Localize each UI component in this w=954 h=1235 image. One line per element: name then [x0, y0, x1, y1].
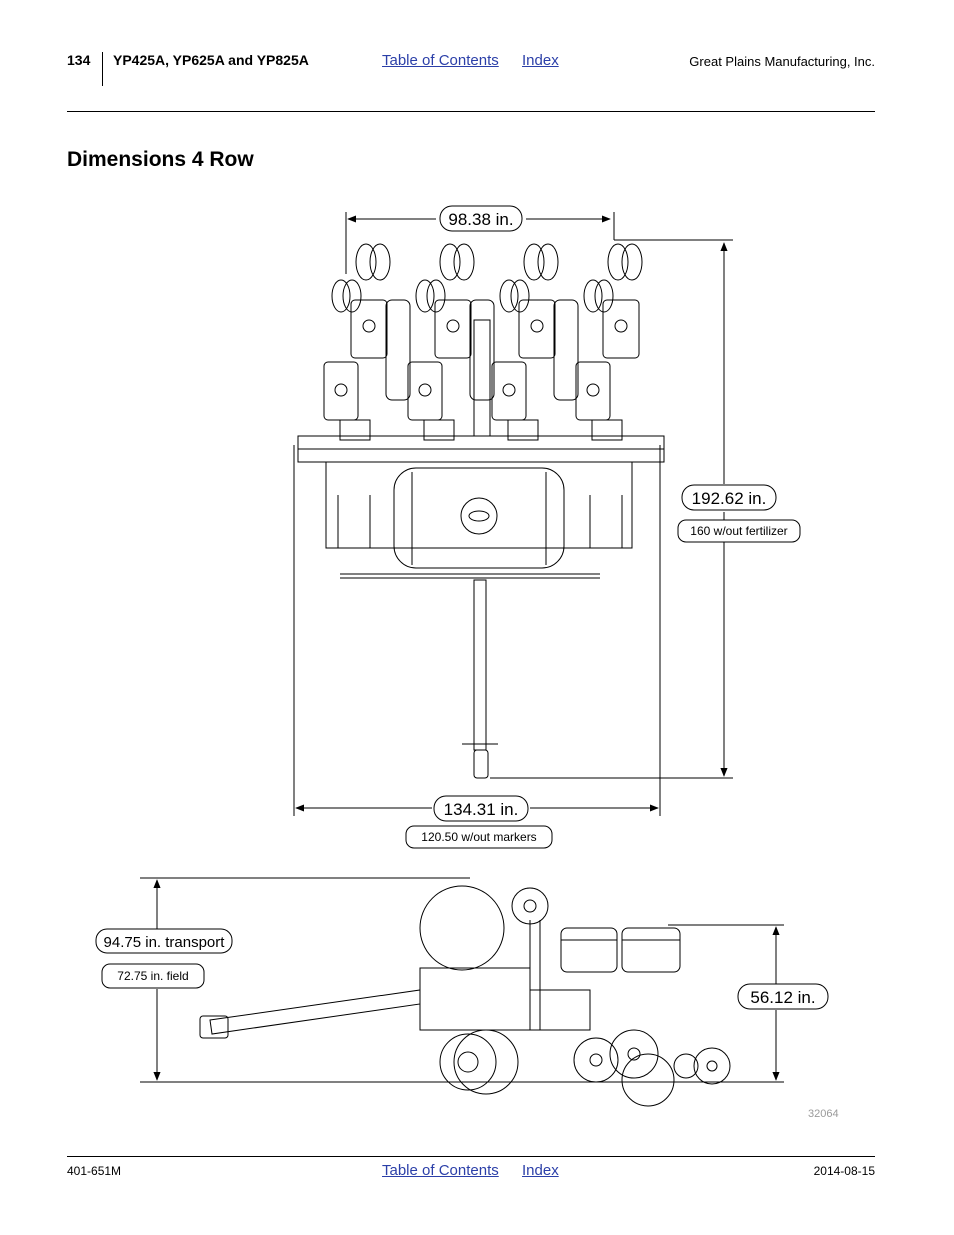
overall-length-label: 192.62 in. — [692, 489, 767, 508]
overall-width-label: 134.31 in. — [444, 800, 519, 819]
page-number: 134 — [67, 52, 91, 68]
side-view-planter — [140, 877, 784, 1107]
index-link[interactable]: Index — [522, 52, 559, 69]
length-without-fertilizer-label: 160 w/out fertilizer — [690, 524, 787, 538]
document-number: 401-651M — [67, 1164, 122, 1178]
footer-index-link[interactable]: Index — [522, 1162, 559, 1179]
row-width-label: 98.38 in. — [448, 210, 513, 229]
header-rule — [67, 111, 875, 112]
figure-number: 32064 — [808, 1108, 839, 1120]
company-name: Great Plains Manufacturing, Inc. — [689, 54, 875, 69]
hopper-height-label: 56.12 in. — [750, 988, 815, 1007]
top-view-planter — [293, 212, 733, 816]
footer-table-of-contents-link[interactable]: Table of Contents — [382, 1162, 499, 1179]
document-title: YP425A, YP625A and YP825A — [113, 52, 309, 68]
table-of-contents-link[interactable]: Table of Contents — [382, 52, 499, 69]
section-title: Dimensions 4 Row — [67, 148, 254, 171]
publication-date: 2014-08-15 — [813, 1164, 875, 1178]
field-height-label: 72.75 in. field — [117, 969, 188, 983]
footer-rule — [67, 1156, 875, 1157]
width-without-markers-label: 120.50 w/out markers — [421, 830, 536, 844]
transport-height-label: 94.75 in. transport — [104, 934, 226, 951]
header-divider — [102, 52, 103, 86]
